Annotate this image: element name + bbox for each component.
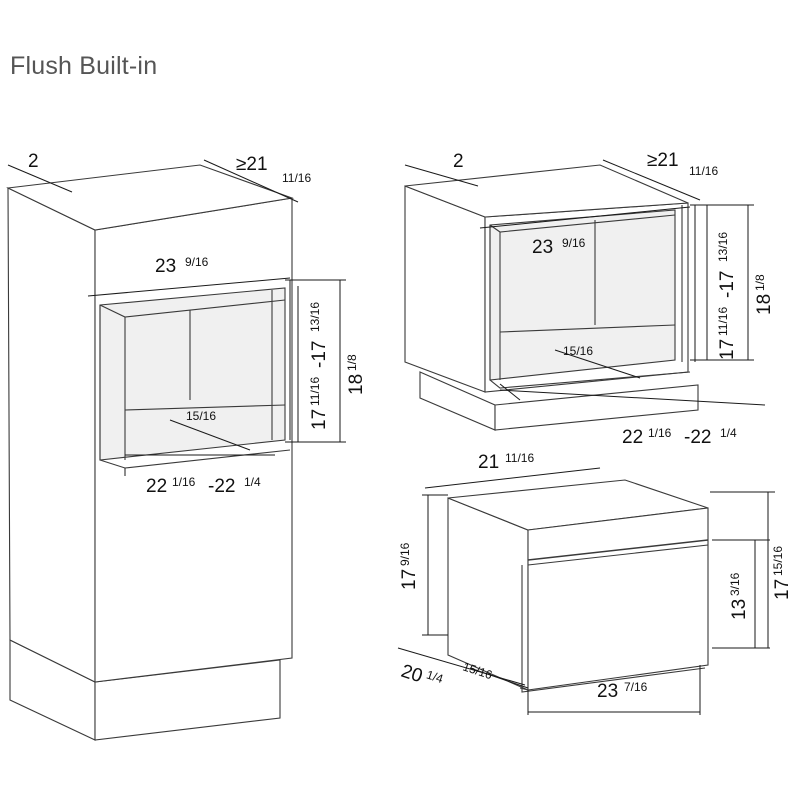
base-setback-frac: 15/16 — [563, 344, 593, 358]
oven-depth-frac: 1/4 — [425, 668, 446, 687]
tall-depth-frac: 11/16 — [282, 171, 311, 185]
base-inner-depth-b: -22 — [684, 427, 711, 448]
oven-door-height-frac: 3/16 — [728, 572, 742, 596]
oven-door-height-label: 13 — [729, 599, 750, 620]
base-depth-label: ≥21 — [647, 150, 679, 171]
base-cabinet — [404, 164, 699, 431]
oven-body-height-frac: 9/16 — [398, 542, 412, 566]
tall-setback-frac: 15/16 — [186, 409, 216, 423]
base-inner-depth-a-frac: 1/16 — [648, 426, 672, 440]
base-cabinet-dimensions — [404, 159, 766, 406]
oven-body-side — [447, 497, 529, 691]
oven-front-panel — [527, 507, 709, 691]
oven — [447, 479, 709, 693]
base-depth-frac: 11/16 — [689, 164, 718, 178]
tall-height-label: 18 — [346, 374, 367, 395]
oven-dimensions — [397, 467, 775, 715]
base-height-range-b-frac: 13/16 — [716, 232, 730, 262]
tall-inner-depth-a: 22 — [146, 476, 167, 497]
tall-depth-label: ≥21 — [236, 154, 268, 175]
base-inner-depth-a: 22 — [622, 427, 643, 448]
tall-inner-depth-b-frac: 1/4 — [244, 475, 261, 489]
tall-cabinet-side-panel — [7, 187, 96, 683]
tall-cabinet-dimensions — [7, 159, 346, 476]
base-height-range-a-frac: 11/16 — [716, 307, 730, 336]
tall-inner-depth-b: -22 — [208, 476, 235, 497]
tall-height-range-a: 17 — [309, 409, 330, 430]
tall-depth-gap-label: 2 — [28, 151, 39, 172]
page-title: Flush Built-in — [10, 52, 158, 80]
oven-top-depth-frac: 11/16 — [505, 451, 534, 465]
oven-body-height-label: 17 — [399, 569, 420, 590]
base-width-label: 23 — [532, 237, 553, 258]
tall-height-range-a-frac: 11/16 — [308, 377, 322, 406]
base-cabinet-labels: 2 ≥21 11/16 23 9/16 17 11/16 -17 13/16 1… — [453, 150, 775, 448]
tall-cabinet-labels: 2 ≥21 11/16 23 9/16 17 11/16 -17 13/16 1… — [28, 151, 367, 497]
base-height-frac: 1/8 — [753, 274, 767, 291]
tall-cabinet — [6, 164, 295, 741]
tall-width-frac: 9/16 — [185, 255, 209, 269]
base-cabinet-top — [404, 164, 689, 218]
base-cabinet-plinth-front — [494, 384, 699, 431]
base-inner-depth-b-frac: 1/4 — [720, 426, 737, 440]
tall-inner-depth-a-frac: 1/16 — [172, 475, 196, 489]
oven-total-height-frac: 15/16 — [771, 546, 785, 576]
oven-depth-label: 20 — [398, 661, 425, 688]
oven-top-depth-label: 21 — [478, 452, 499, 473]
oven-width-frac: 7/16 — [624, 680, 648, 694]
tall-height-range-b-frac: 13/16 — [308, 302, 322, 332]
base-width-frac: 9/16 — [562, 236, 586, 250]
oven-total-height-label: 17 — [772, 579, 793, 600]
base-depth-gap-label: 2 — [453, 151, 464, 172]
tall-cabinet-niche — [99, 287, 286, 461]
oven-width-label: 23 — [597, 681, 618, 702]
tall-cabinet-top — [6, 164, 295, 231]
tall-width-label: 23 — [155, 256, 176, 277]
base-height-range-b: -17 — [717, 271, 738, 298]
base-height-label: 18 — [754, 294, 775, 315]
tall-height-frac: 1/8 — [345, 354, 359, 371]
base-cabinet-side-panel — [404, 185, 486, 393]
base-height-range-a: 17 — [717, 339, 738, 360]
tall-height-range-b: -17 — [309, 341, 330, 368]
